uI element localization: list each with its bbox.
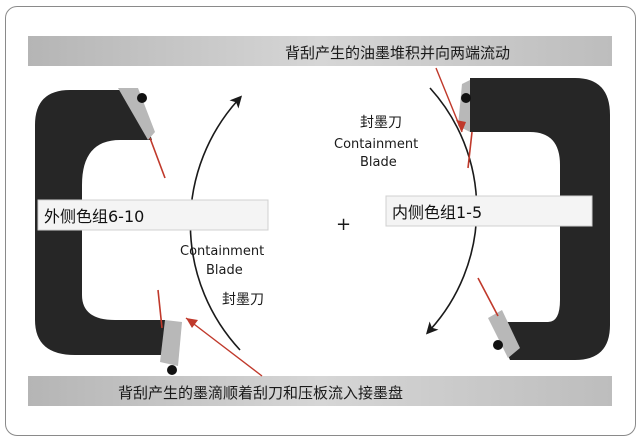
top-banner-text: 背刮产生的油墨堆积并向两端流动 xyxy=(285,44,510,62)
left-top-blade xyxy=(118,88,155,140)
right-bottom-bolt xyxy=(493,340,503,350)
center-mark: + xyxy=(336,214,351,235)
left-label-text: 外侧色组6-10 xyxy=(44,207,144,226)
left-blade-en-2: Blade xyxy=(206,263,243,278)
right-top-bolt xyxy=(461,93,471,103)
top-banner xyxy=(28,36,612,66)
left-top-bolt xyxy=(137,93,147,103)
right-chamber xyxy=(470,78,610,360)
bottom-banner-text: 背刮产生的墨滴顺着刮刀和压板流入接墨盘 xyxy=(118,384,403,402)
bottom-pointer-head xyxy=(186,318,198,328)
left-top-ink-line xyxy=(149,137,166,179)
right-blade-en-2: Blade xyxy=(360,155,397,170)
right-bottom-ink-line xyxy=(477,277,499,317)
right-blade-cn: 封墨刀 xyxy=(360,115,402,131)
right-blade-en-1: Containment xyxy=(334,137,418,152)
top-pointer-head xyxy=(456,120,466,132)
left-bottom-blade xyxy=(160,320,182,366)
left-blade-cn: 封墨刀 xyxy=(222,292,264,308)
right-bottom-blade xyxy=(488,310,520,358)
bottom-banner xyxy=(28,376,612,406)
left-bottom-ink-line xyxy=(157,289,163,329)
left-blade-en-1: Containment xyxy=(180,244,264,259)
right-label-box: 内侧色组1-5 xyxy=(385,195,593,227)
right-top-blade xyxy=(458,80,470,132)
right-top-ink-line xyxy=(467,131,473,169)
right-label-text: 内侧色组1-5 xyxy=(392,203,482,222)
left-label-box: 外侧色组6-10 xyxy=(37,199,269,231)
left-chamber xyxy=(35,90,165,355)
left-bottom-bolt xyxy=(167,365,177,375)
bottom-pointer-line xyxy=(185,317,263,377)
